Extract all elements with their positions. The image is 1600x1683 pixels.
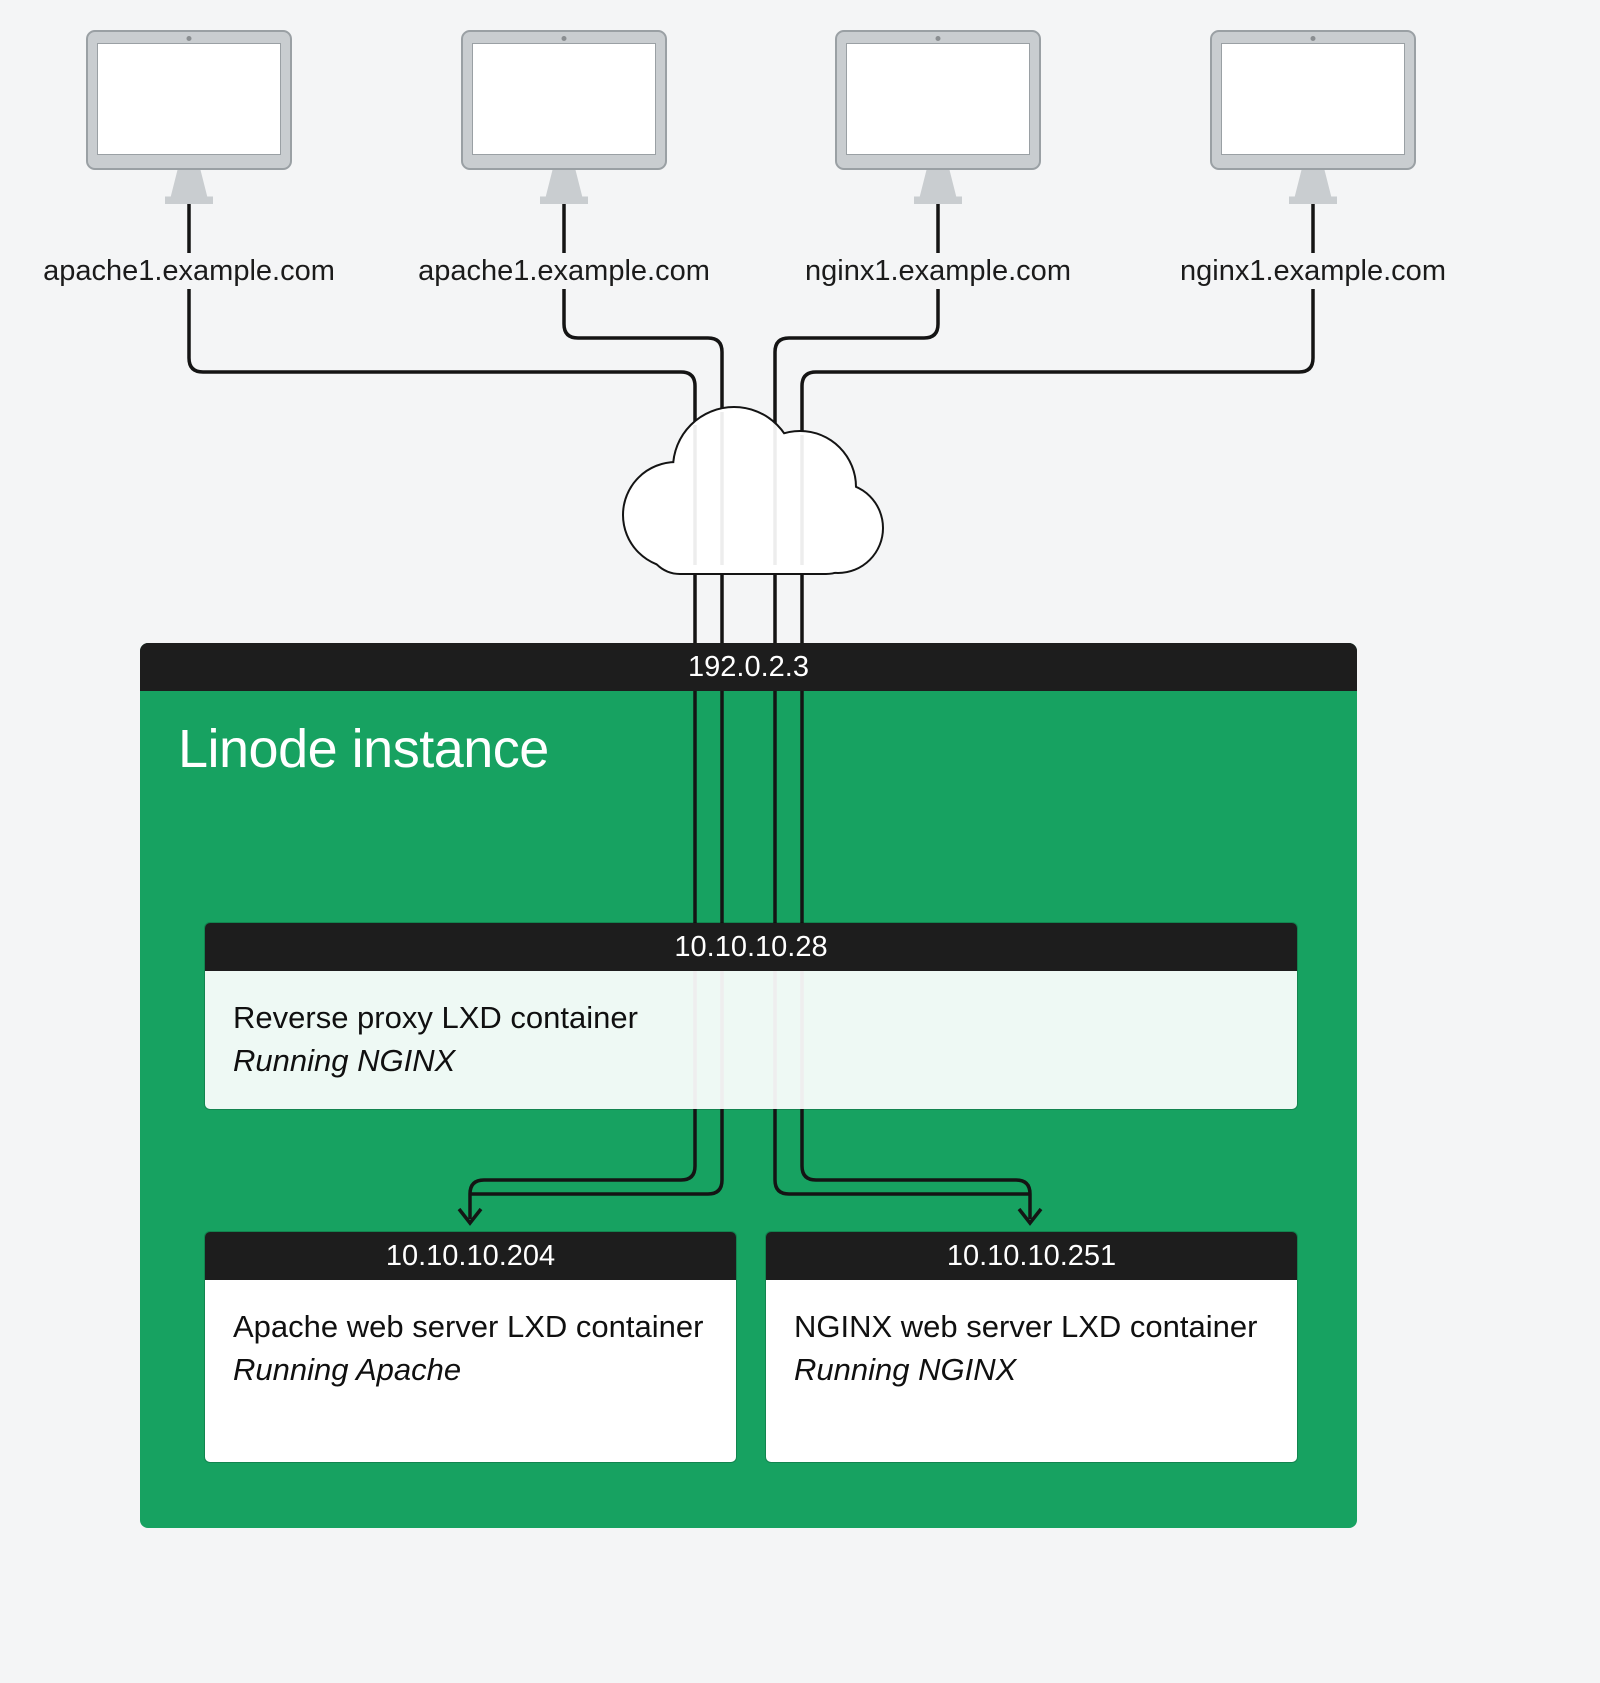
nginx-container-ip: 10.10.10.251 — [946, 1239, 1117, 1272]
reverse-proxy-box: 10.10.10.28 Reverse proxy LXD container … — [205, 923, 1297, 1109]
reverse-proxy-body: Reverse proxy LXD container Running NGIN… — [205, 971, 1297, 1109]
linode-ip-bar: 192.0.2.3 — [140, 643, 1357, 691]
reverse-proxy-ip: 10.10.10.28 — [674, 930, 828, 963]
client-monitor-3 — [835, 30, 1041, 204]
monitor-stand — [540, 170, 588, 204]
internet-cloud-icon — [622, 406, 884, 575]
monitor-stand — [914, 170, 962, 204]
nginx-container-box: 10.10.10.251 NGINX web server LXD contai… — [766, 1232, 1297, 1462]
client-monitor-1 — [86, 30, 292, 204]
nginx-container-title: NGINX web server LXD container — [794, 1309, 1258, 1344]
camera-dot-icon — [935, 36, 941, 41]
camera-dot-icon — [186, 36, 192, 41]
client-monitor-2 — [461, 30, 667, 204]
camera-dot-icon — [561, 36, 567, 41]
apache-container-body: Apache web server LXD container Running … — [205, 1280, 736, 1462]
nginx-container-ip-bar: 10.10.10.251 — [766, 1232, 1297, 1280]
monitor-screen — [846, 43, 1030, 155]
nginx-container-body: NGINX web server LXD container Running N… — [766, 1280, 1297, 1462]
client-monitor-4 — [1210, 30, 1416, 204]
client-label-3: nginx1.example.com — [718, 253, 1158, 289]
apache-container-ip: 10.10.10.204 — [385, 1239, 556, 1272]
monitor-stand — [165, 170, 213, 204]
apache-container-box: 10.10.10.204 Apache web server LXD conta… — [205, 1232, 736, 1462]
linode-public-ip: 192.0.2.3 — [688, 650, 809, 683]
apache-container-subtitle: Running Apache — [233, 1351, 462, 1387]
reverse-proxy-ip-bar: 10.10.10.28 — [205, 923, 1297, 971]
apache-container-title: Apache web server LXD container — [233, 1309, 704, 1344]
monitor-stand — [1289, 170, 1337, 204]
monitor-screen — [97, 43, 281, 155]
reverse-proxy-title: Reverse proxy LXD container — [233, 1000, 638, 1035]
monitor-icon — [86, 30, 292, 170]
camera-dot-icon — [1310, 36, 1316, 41]
monitor-icon — [835, 30, 1041, 170]
monitor-icon — [461, 30, 667, 170]
monitor-screen — [472, 43, 656, 155]
reverse-proxy-subtitle: Running NGINX — [233, 1042, 456, 1078]
monitor-screen — [1221, 43, 1405, 155]
client-label-4: nginx1.example.com — [1093, 253, 1533, 289]
apache-container-ip-bar: 10.10.10.204 — [205, 1232, 736, 1280]
monitor-icon — [1210, 30, 1416, 170]
nginx-container-subtitle: Running NGINX — [794, 1351, 1017, 1387]
linode-title: Linode instance — [178, 719, 549, 779]
